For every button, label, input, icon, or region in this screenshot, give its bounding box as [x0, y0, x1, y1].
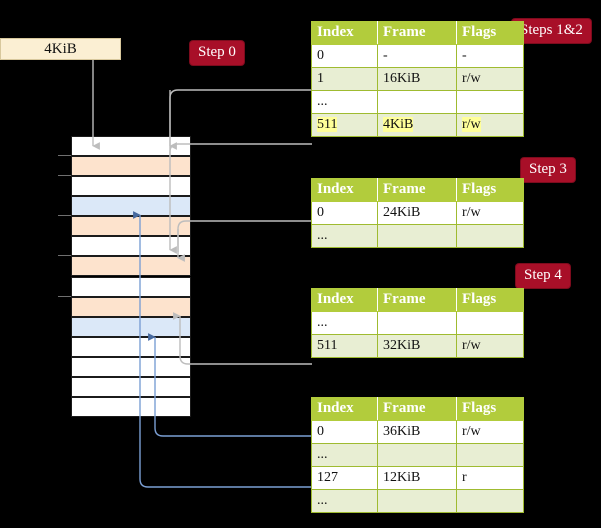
cell-frame: 4KiB — [377, 113, 457, 137]
cell-frame: 36KiB — [377, 420, 457, 444]
memory-frame-row — [71, 136, 191, 157]
memory-frame-tick — [58, 175, 71, 177]
column-header-flags: Flags — [456, 21, 524, 45]
cell-index: ... — [311, 311, 378, 335]
column-header-flags: Flags — [456, 397, 524, 421]
memory-frame-row — [71, 336, 191, 357]
cell-index: ... — [311, 90, 378, 114]
cell-flags: r/w — [456, 334, 524, 358]
table-header-row: Index Frame Flags — [311, 178, 524, 202]
memory-frame-row — [71, 236, 191, 257]
column-header-index: Index — [311, 21, 378, 45]
memory-frame-row — [71, 356, 191, 377]
memory-frame-row — [71, 176, 191, 197]
table-row: ... — [311, 311, 524, 335]
memory-frame-row — [71, 216, 191, 237]
table-row: ... — [311, 224, 524, 248]
cell-flags — [456, 443, 524, 467]
cell-index: 0 — [311, 201, 378, 225]
cell-frame: 16KiB — [377, 67, 457, 91]
cell-frame: 24KiB — [377, 201, 457, 225]
virtual-page-label: 4KiB — [44, 40, 77, 57]
cell-flags: - — [456, 44, 524, 68]
badge-step-4: Step 4 — [516, 264, 570, 288]
memory-frame-row — [71, 256, 191, 277]
column-header-index: Index — [311, 178, 378, 202]
column-header-frame: Frame — [377, 397, 457, 421]
memory-frame-tick — [58, 255, 71, 257]
cell-flags: r/w — [456, 113, 524, 137]
cell-frame: - — [377, 44, 457, 68]
table-row: 0-- — [311, 44, 524, 68]
column-header-frame: Frame — [377, 178, 457, 202]
cell-flags: r/w — [456, 420, 524, 444]
cell-frame — [377, 90, 457, 114]
cell-frame — [377, 489, 457, 513]
cell-index: 511 — [311, 113, 378, 137]
physical-memory-column — [70, 135, 191, 417]
table-row: ... — [311, 443, 524, 467]
cell-flags: r/w — [456, 67, 524, 91]
cell-flags: r — [456, 466, 524, 490]
cell-flags — [456, 90, 524, 114]
table-row: ... — [311, 489, 524, 513]
cell-flags — [456, 311, 524, 335]
cell-frame: 12KiB — [377, 466, 457, 490]
cell-frame — [377, 311, 457, 335]
memory-frame-tick — [58, 155, 71, 157]
cell-index: ... — [311, 443, 378, 467]
cell-index: 127 — [311, 466, 378, 490]
column-header-index: Index — [311, 288, 378, 312]
memory-frame-row — [71, 376, 191, 397]
cell-index: ... — [311, 489, 378, 513]
cell-frame: 32KiB — [377, 334, 457, 358]
memory-frame-row — [71, 296, 191, 317]
memory-frame-row — [71, 156, 191, 177]
table-header-row: Index Frame Flags — [311, 397, 524, 421]
cell-index: 0 — [311, 44, 378, 68]
virtual-page-box: 4KiB — [0, 38, 121, 60]
cell-index: 1 — [311, 67, 378, 91]
badge-step-3: Step 3 — [521, 158, 575, 182]
badge-step-0: Step 0 — [190, 41, 244, 65]
memory-frame-row — [71, 316, 191, 337]
memory-frame-row — [71, 196, 191, 217]
column-header-flags: Flags — [456, 288, 524, 312]
cell-index: 511 — [311, 334, 378, 358]
memory-frame-row — [71, 276, 191, 297]
table-header-row: Index Frame Flags — [311, 288, 524, 312]
table-row: ... — [311, 90, 524, 114]
column-header-index: Index — [311, 397, 378, 421]
cell-frame — [377, 224, 457, 248]
cell-flags: r/w — [456, 201, 524, 225]
column-header-frame: Frame — [377, 21, 457, 45]
column-header-frame: Frame — [377, 288, 457, 312]
memory-frame-tick — [58, 295, 71, 297]
cell-flags — [456, 489, 524, 513]
cell-frame — [377, 443, 457, 467]
badge-steps-1-2: Steps 1&2 — [512, 19, 591, 43]
table-header-row: Index Frame Flags — [311, 21, 524, 45]
cell-flags — [456, 224, 524, 248]
memory-frame-row — [71, 396, 191, 417]
column-header-flags: Flags — [456, 178, 524, 202]
cell-index: 0 — [311, 420, 378, 444]
cell-index: ... — [311, 224, 378, 248]
memory-frame-tick — [58, 215, 71, 217]
